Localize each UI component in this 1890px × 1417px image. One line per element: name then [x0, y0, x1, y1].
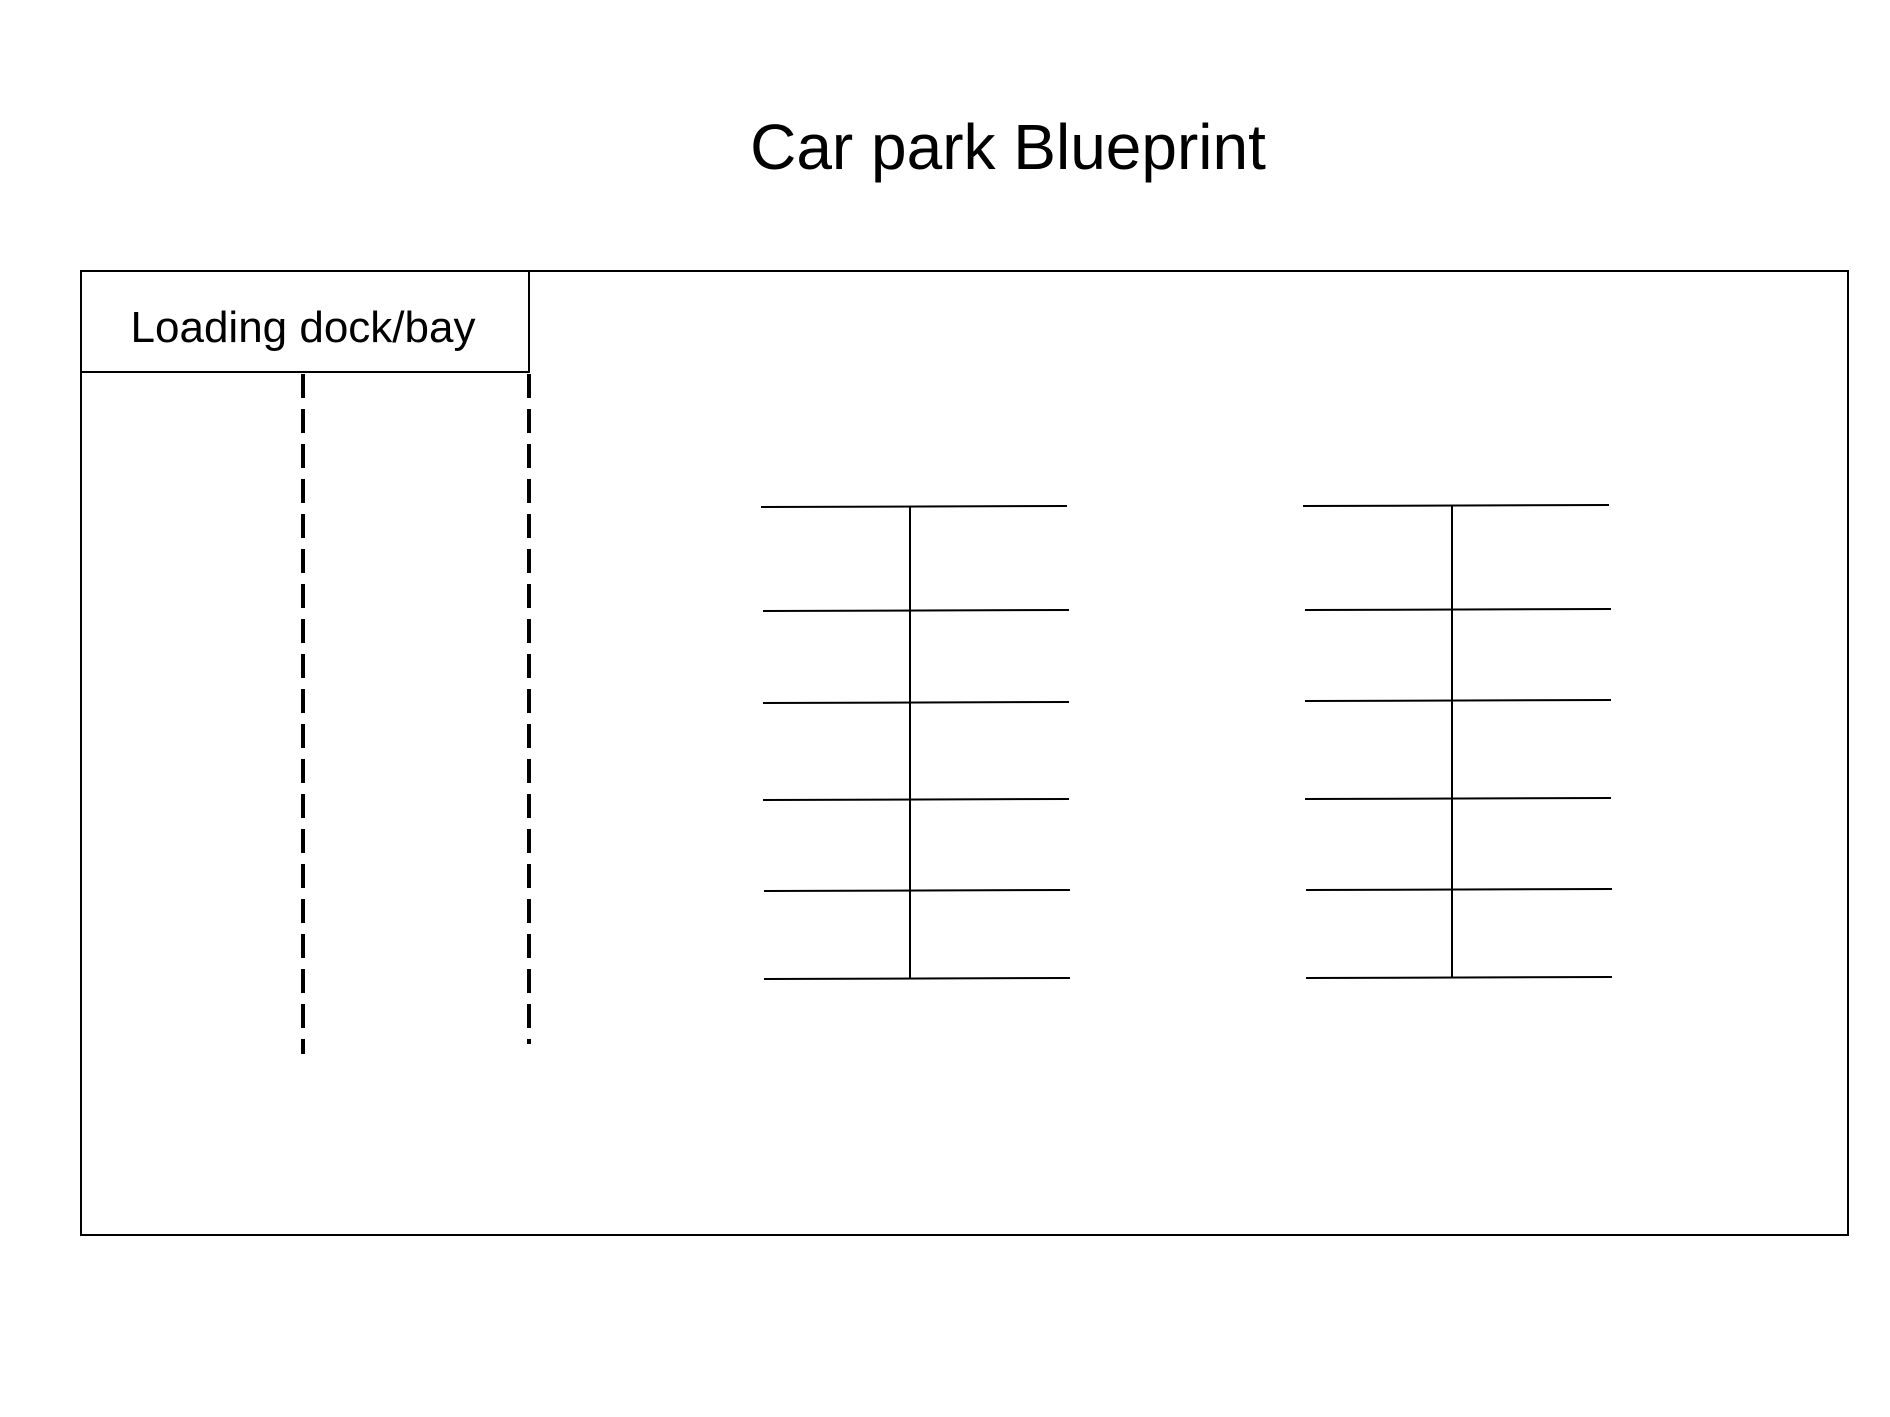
parking-line [1305, 888, 1613, 891]
loading-bay-box [80, 270, 530, 373]
parking-block-1 [760, 505, 1071, 980]
loading-bay: Loading dock/bay [80, 270, 530, 373]
parking-line [1304, 608, 1612, 611]
parking-line [1304, 797, 1612, 800]
parking-line [763, 889, 1071, 892]
parking-line [1304, 699, 1612, 702]
parking-block-2 [1302, 504, 1613, 979]
parking-line [762, 701, 1070, 704]
parking-line [760, 505, 1068, 508]
diagram-title: Car park Blueprint [750, 111, 1266, 183]
parking-line [762, 609, 1070, 612]
loading-bay-label: Loading dock/bay [131, 303, 476, 352]
car-park-boundary [80, 270, 1849, 1236]
parking-line [1302, 504, 1610, 507]
parking-line [763, 977, 1071, 980]
parking-line [1305, 976, 1613, 979]
parking-line [762, 798, 1070, 801]
